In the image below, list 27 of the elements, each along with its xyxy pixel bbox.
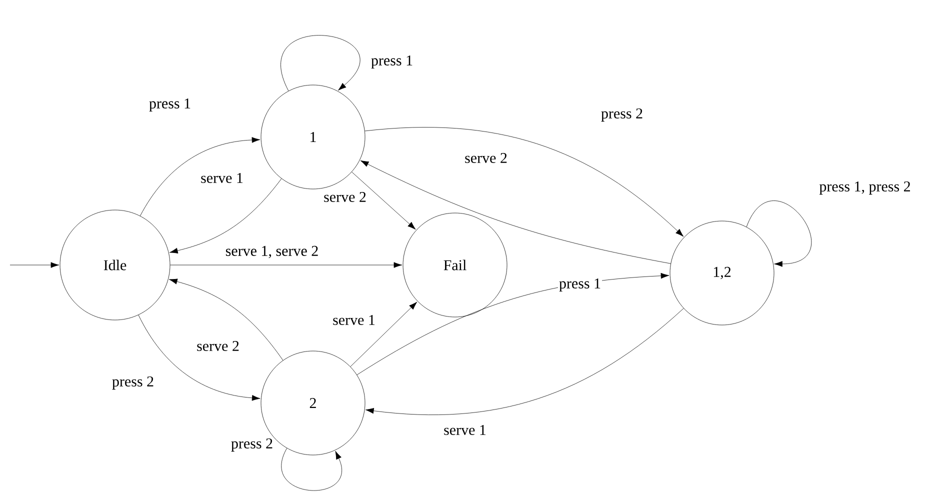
edge-label: press 1, press 2 bbox=[818, 180, 912, 196]
edge-label: serve 1 bbox=[442, 424, 488, 436]
edge-label: press 1 bbox=[148, 97, 192, 113]
arrow bbox=[169, 278, 284, 361]
edge-label: press 2 bbox=[600, 107, 644, 123]
arrow bbox=[170, 262, 402, 268]
edge-label: serve 1, serve 2 bbox=[224, 244, 320, 260]
edge-label: serve 1 bbox=[332, 314, 376, 326]
arrow bbox=[350, 302, 418, 367]
arrow bbox=[140, 137, 260, 216]
edge-label: press 2 bbox=[110, 375, 156, 391]
arrow bbox=[281, 35, 360, 92]
arrow bbox=[366, 308, 684, 416]
arrow bbox=[360, 160, 671, 264]
arrow bbox=[170, 178, 282, 254]
edge-label: serve 1 bbox=[200, 172, 244, 184]
arrow bbox=[138, 314, 260, 401]
arrow bbox=[352, 172, 416, 230]
edge-label: serve 2 bbox=[196, 340, 240, 352]
arrow bbox=[364, 127, 684, 237]
edge-label: press 1 bbox=[370, 54, 414, 70]
arrow bbox=[282, 448, 342, 491]
arrow bbox=[10, 262, 60, 268]
arrow bbox=[746, 200, 812, 267]
edge-label: serve 2 bbox=[322, 190, 368, 204]
edge-label: press 1 bbox=[558, 277, 602, 293]
edge-label: serve 2 bbox=[464, 152, 508, 164]
